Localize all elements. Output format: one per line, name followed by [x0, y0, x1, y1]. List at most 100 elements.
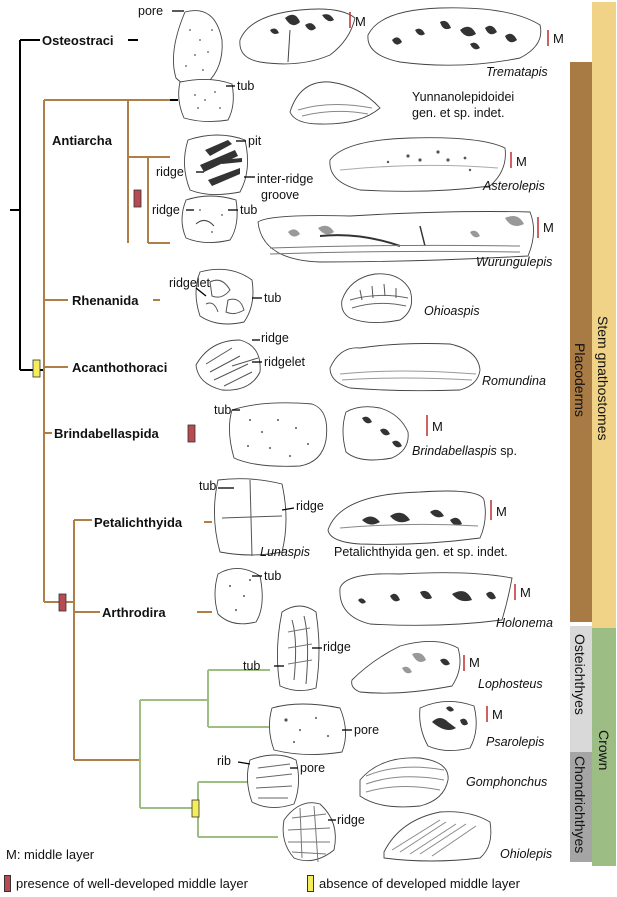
presence-marker-arthrodira-node — [58, 593, 67, 612]
label-pore-osteichthyes: pore — [354, 723, 379, 737]
ohiolepis-section-sketch — [383, 811, 492, 862]
yunnanolepidoidei-scale-sketch — [178, 79, 234, 123]
osteichthyes-scale1-sketch — [276, 605, 320, 691]
presence-marker-antiarcha — [133, 189, 142, 208]
taxon-tremataspis: Trematapis — [486, 65, 548, 79]
taxon-ohioaspis: Ohioaspis — [424, 304, 480, 318]
taxon-yunnan-line2: gen. et sp. indet. — [412, 106, 504, 120]
osteichthyes-scale2-sketch — [269, 703, 346, 756]
holonema-section-sketch — [339, 572, 513, 626]
stem-gnathostomes-bar — [592, 2, 616, 752]
wurungulepis-scale-sketch — [181, 195, 238, 243]
legend-absence-label: absence of developed middle layer — [319, 876, 520, 891]
label-tub-wurungulepis: tub — [240, 203, 257, 217]
lophosteus-section-sketch — [351, 641, 461, 694]
chondrichthyes-bar — [570, 752, 592, 862]
leaf-lines — [128, 39, 178, 101]
chondrichthyes-scale1-sketch — [247, 754, 299, 808]
legend-absence-swatch — [307, 875, 314, 892]
acanthothoraci-scale-sketch — [195, 339, 261, 391]
label-tub-lunaspis: tub — [199, 479, 216, 493]
clade-petalichthyida: Petalichthyida — [94, 515, 183, 530]
taxon-lunaspis: Lunaspis — [260, 545, 310, 559]
placoderms-bar — [570, 62, 592, 622]
taxon-ohiolepis: Ohiolepis — [500, 847, 552, 861]
osteostraci-scale-sketch — [172, 10, 223, 88]
label-m-tremataspis: M — [553, 31, 564, 46]
label-inter-ridge-2: groove — [261, 188, 299, 202]
clade-antiarcha: Antiarcha — [52, 133, 113, 148]
ohioaspis-section-sketch — [341, 273, 413, 323]
label-pore-chondrichthyes: pore — [300, 761, 325, 775]
label-m-lophosteus: M — [469, 655, 480, 670]
label-tub-osteichthyes: tub — [243, 659, 260, 673]
label-tub-yunnan: tub — [237, 79, 254, 93]
osteichthyes-bar — [570, 626, 592, 752]
label-tub-brindabellaspida: tub — [214, 403, 231, 417]
taxon-asterolepis: Asterolepis — [482, 179, 545, 193]
stem-gnathostomes-label: Stem gnathostomes — [595, 316, 611, 441]
crown-tree-lines — [139, 669, 278, 838]
yunnanolepidoidei-section-sketch — [289, 81, 381, 125]
clade-arthrodira: Arthrodira — [102, 605, 166, 620]
label-m-wurungulepis: M — [543, 220, 554, 235]
gomphonchus-section-sketch — [359, 757, 449, 808]
stem-tree-lines — [10, 39, 44, 371]
asterolepis-scale-sketch — [184, 134, 249, 195]
label-ridge-asterolepis: ridge — [156, 165, 184, 179]
label-tub-arthrodira: tub — [264, 569, 281, 583]
brindabellaspis-section-sketch — [342, 406, 409, 461]
label-ridge-chondrichthyes: ridge — [337, 813, 365, 827]
arthrodira-scale-sketch — [214, 568, 263, 625]
clade-osteostraci: Osteostraci — [42, 33, 114, 48]
label-ridge-acanthothoraci: ridge — [261, 331, 289, 345]
absence-marker-chondrichthyes — [191, 799, 200, 818]
petalichthyida-section-sketch — [327, 490, 486, 545]
osteichthyes-label: Osteichthyes — [572, 634, 588, 715]
taxon-wurungulepis: Wurungulepis — [476, 255, 552, 269]
lunaspis-scale-sketch — [213, 478, 287, 557]
label-m-brindabellaspis: M — [432, 419, 443, 434]
label-ridgelet-rhenanida: ridgelet — [169, 276, 211, 290]
taxon-romundina: Romundina — [482, 374, 546, 388]
asterolepis-section-sketch — [329, 137, 506, 192]
label-ridge-osteichthyes: ridge — [323, 640, 351, 654]
clade-brindabellaspida: Brindabellaspida — [54, 426, 160, 441]
legend-presence-swatch — [4, 875, 11, 892]
label-m-petalichthyida: M — [496, 504, 507, 519]
romundina-section-sketch — [329, 343, 481, 392]
chondrichthyes-scale2-sketch — [282, 802, 336, 863]
label-inter-ridge-1: inter-ridge — [257, 172, 313, 186]
psarolepis-section-sketch — [419, 701, 477, 751]
rhenanida-scale-sketch — [195, 268, 254, 325]
clade-acanthothoraci: Acanthothoraci — [72, 360, 167, 375]
taxon-petal-indet: Petalichthyida gen. et sp. indet. — [334, 545, 508, 559]
label-m-holonema: M — [520, 585, 531, 600]
label-tub-rhenanida: tub — [264, 291, 281, 305]
chondrichthyes-label: Chondrichthyes — [572, 756, 588, 853]
presence-marker-brindabellaspida — [187, 424, 196, 443]
crown-bar — [592, 628, 616, 866]
taxon-gomphonchus: Gomphonchus — [466, 775, 547, 789]
crown-label: Crown — [596, 730, 612, 770]
taxon-brindabellaspis: Brindabellaspis sp. — [412, 444, 517, 458]
placoderm-tree-lines — [43, 99, 212, 761]
label-rib: rib — [217, 754, 231, 768]
brindabellaspida-scale-sketch — [229, 402, 328, 467]
label-m-psarolepis: M — [492, 707, 503, 722]
taxon-psarolepis: Psarolepis — [486, 735, 544, 749]
wurungulepis-section-sketch — [257, 211, 534, 263]
clade-rhenanida: Rhenanida — [72, 293, 139, 308]
label-m-asterolepis: M — [516, 154, 527, 169]
label-pore-osteostraci: pore — [138, 4, 163, 18]
taxon-holonema: Holonema — [496, 616, 553, 630]
label-ridge-lunaspis: ridge — [296, 499, 324, 513]
label-ridge-wurungulepis: ridge — [152, 203, 180, 217]
absence-marker-root — [32, 359, 41, 378]
legend-middle-layer-note: M: middle layer — [6, 847, 95, 862]
label-ridgelet-acanthothoraci: ridgelet — [264, 355, 306, 369]
osteostraci-section-sketch — [239, 8, 356, 65]
label-m-osteostraci-1: M — [355, 14, 366, 29]
placoderms-label: Placoderms — [572, 343, 588, 417]
